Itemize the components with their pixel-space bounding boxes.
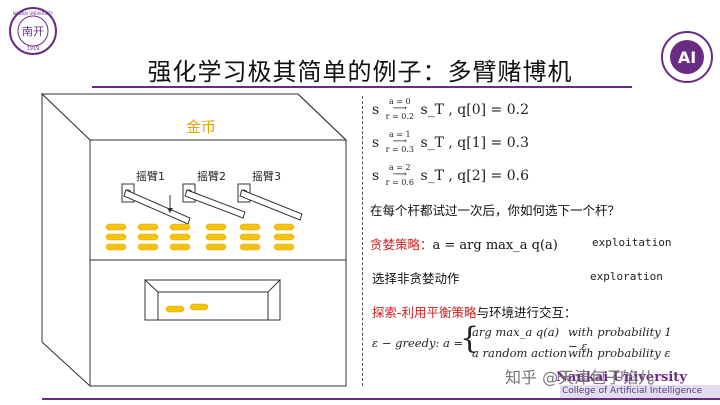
case1-condition: with probability 1 − ε — [568, 325, 672, 353]
greedy-formula: a = arg max_a q(a) — [432, 238, 558, 253]
footer-title: Nankai University — [556, 370, 687, 385]
coins-label: 金币 — [186, 118, 216, 136]
nongreedy-label: 选择非贪婪动作 — [372, 271, 460, 286]
logo-top-text: NANKAI UNIVERSITY — [13, 11, 54, 16]
title-underline — [92, 86, 632, 88]
ai-college-logo: AI — [661, 31, 713, 83]
greedy-line: 贪婪策略：a = arg max_a q(a) — [370, 234, 558, 253]
footer-rule — [42, 398, 720, 400]
logo-year: 1919 — [27, 46, 40, 52]
arm-label-3: 摇臂3 — [252, 169, 281, 183]
case2: a random action — [472, 346, 568, 360]
case1: arg max_a q(a) — [472, 325, 560, 339]
page-title: 强化学习极其简单的例子：多臂赌博机 — [147, 58, 573, 86]
epsilon-lhs: ε − greedy: a = — [372, 336, 464, 350]
formula-arm-0: s a = 0 ⟶ r = 0.2 s_T , q[0] = 0.2 — [372, 97, 529, 121]
arm-label-1: 摇臂1 — [136, 169, 165, 183]
exploitation-label: exploitation — [592, 236, 672, 249]
tradeoff-label-red: 探索-利用平衡策略 — [372, 305, 477, 320]
logo-center-text: 南开 — [22, 25, 44, 38]
brace: { — [460, 321, 480, 356]
footer-band — [560, 385, 720, 398]
tradeoff-label-rest: 与环境进行交互： — [476, 305, 577, 320]
column-divider — [362, 96, 363, 386]
case2-condition: with probability ε — [568, 346, 671, 360]
watermark: 知乎 @天津包子馅儿 — [505, 368, 655, 387]
epsilon-greedy-formula: ε − greedy: a = { arg max_a q(a) with pr… — [372, 321, 682, 364]
footer-subtitle: College of Artificial Intelligence — [562, 386, 703, 396]
formula-arm-2: s a = 2 ⟶ r = 0.6 s_T , q[2] = 0.6 — [372, 163, 529, 187]
logo-ai-text: AI — [678, 48, 696, 67]
arm-label-2: 摇臂2 — [197, 169, 226, 183]
question-text: 在每个杆都试过一次后，你如何选下一个杆？ — [370, 203, 621, 218]
formula-arm-1: s a = 1 ⟶ r = 0.3 s_T , q[1] = 0.3 — [372, 130, 529, 154]
slot-machine-illustration: 金币 摇臂1 摇臂2 摇臂3 — [40, 92, 348, 388]
exploration-label: exploration — [590, 270, 663, 283]
coin-stacks — [105, 223, 295, 313]
tradeoff-line: 探索-利用平衡策略与环境进行交互： — [372, 302, 577, 321]
nankai-university-logo: 南开 1919 NANKAI UNIVERSITY — [9, 7, 57, 55]
greedy-label: 贪婪策略： — [370, 237, 433, 252]
